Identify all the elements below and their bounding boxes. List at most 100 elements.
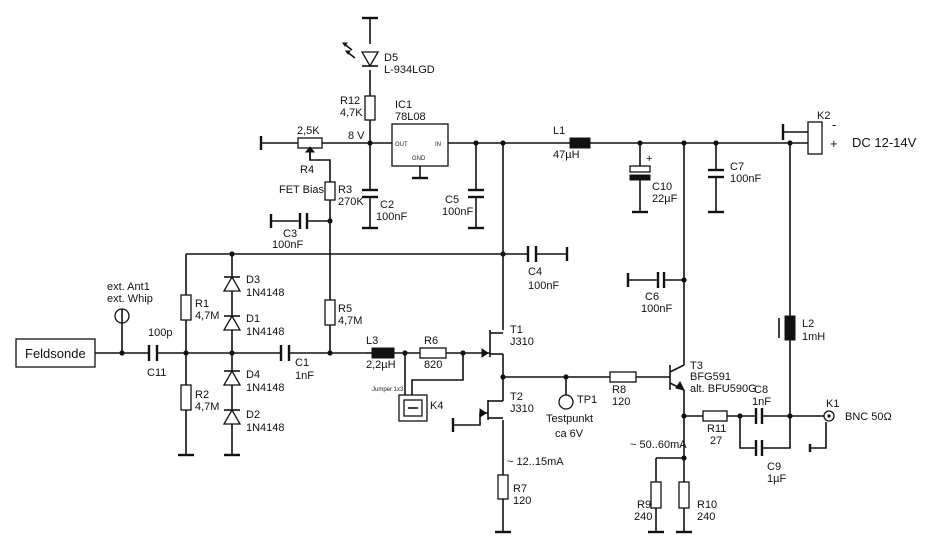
r8-ref: R8	[612, 384, 626, 396]
antenna-terminal: ext. Ant1 ext. Whip	[107, 281, 153, 324]
r11-ref: R11	[707, 423, 726, 435]
feldsonde-label: Feldsonde	[25, 346, 86, 361]
r4-ref: R4	[300, 164, 314, 176]
capacitor-c6: C6 100nF	[641, 272, 672, 315]
c4-ref: C4	[528, 266, 542, 278]
c10-ref: C10	[652, 181, 672, 193]
ic1-gnd-pin: GND	[412, 156, 426, 162]
d3-ref: D3	[246, 274, 260, 286]
resistor-r9: R9 240	[634, 481, 662, 523]
c10-plus: +	[646, 153, 652, 165]
r7-ref: R7	[513, 483, 527, 495]
r3-ref: R3	[338, 184, 352, 196]
r12-ref: R12	[340, 95, 360, 107]
t3-alt: alt. BFU590G	[690, 383, 757, 395]
capacitor-c3: C3 100nF	[272, 213, 309, 251]
r1-ref: R1	[195, 298, 209, 310]
r9-ref: R9	[637, 499, 651, 511]
k2-plus: +	[830, 136, 838, 151]
c8-value: 1nF	[752, 396, 771, 408]
capacitor-c9: C9 1µF	[754, 440, 786, 485]
c2-ref: C2	[380, 199, 394, 211]
junctions	[119, 140, 793, 461]
ic1-in-pin: IN	[435, 142, 441, 148]
rail-8v-label: 8 V	[348, 130, 365, 142]
r12-value: 4,7K	[340, 107, 363, 119]
c6-value: 100nF	[641, 303, 672, 315]
inductor-l2: L2 1mH	[778, 315, 825, 343]
jfet-t1: T1 J310	[481, 324, 534, 358]
connector-k2: K2 - + DC 12-14V	[807, 110, 917, 155]
t2-current-label: ~ 12..15mA	[507, 456, 564, 468]
k1-ref: K1	[826, 398, 839, 410]
bnc-label: BNC 50Ω	[845, 411, 892, 423]
c8-ref: C8	[754, 384, 768, 396]
d4-value: 1N4148	[246, 382, 285, 394]
l2-value: 1mH	[802, 331, 825, 343]
resistor-r3: R3 270K	[324, 181, 364, 208]
c7-ref: C7	[730, 161, 744, 173]
bnc-connector-k1: K1 BNC 50Ω	[823, 398, 892, 423]
r1-value: 4,7M	[195, 310, 219, 322]
k2-ref: K2	[817, 110, 830, 122]
t2-value: J310	[510, 403, 534, 415]
resistor-r8: R8 120	[609, 371, 637, 408]
tp1-ref: TP1	[577, 394, 597, 406]
l3-value: 2,2µH	[366, 359, 396, 371]
trimmer-r4: 2,5K R4	[297, 125, 323, 176]
c2-value: 100nF	[376, 211, 407, 223]
r6-ref: R6	[424, 335, 438, 347]
l1-value: 47µH	[553, 149, 580, 161]
d5-ref: D5	[384, 52, 398, 64]
jumper-label: Jumper 1x3	[372, 387, 404, 393]
c1-value: 1nF	[295, 370, 314, 382]
r6-value: 820	[424, 359, 442, 371]
r10-ref: R10	[697, 499, 717, 511]
tp1-voltage: ca 6V	[555, 428, 584, 440]
r11-value: 27	[710, 435, 722, 447]
diode-d3: D3 1N4148	[222, 274, 285, 299]
d4-ref: D4	[246, 369, 260, 381]
c3-value: 100nF	[272, 239, 303, 251]
diode-d1: D1 1N4148	[222, 313, 285, 338]
t1-ref: T1	[510, 324, 523, 336]
capacitor-c2: C2 100nF	[362, 188, 407, 223]
wires	[95, 18, 827, 532]
resistor-r12: R12 4,7K	[340, 95, 376, 121]
test-point-tp1: TP1 Testpunkt ca 6V	[546, 394, 597, 440]
c9-ref: C9	[767, 461, 781, 473]
resistor-r7: R7 120	[497, 470, 531, 507]
t1-value: J310	[510, 336, 534, 348]
c7-value: 100nF	[730, 173, 761, 185]
bjt-t3: T3 BFG591 alt. BFU590G	[669, 360, 757, 395]
capacitor-c8: C8 1nF	[752, 384, 771, 424]
c5-ref: C5	[445, 194, 459, 206]
t3-value: BFG591	[690, 371, 731, 383]
l3-ref: L3	[366, 335, 378, 347]
led-d5: D5 L-934LGD	[342, 42, 435, 76]
r4-value: 2,5K	[297, 125, 320, 137]
r9-value: 240	[634, 511, 652, 523]
c11-value: 100p	[148, 327, 172, 339]
inductor-l3: L3 2,2µH	[366, 335, 396, 371]
tp1-name: Testpunkt	[546, 413, 593, 425]
r5-ref: R5	[338, 303, 352, 315]
r7-value: 120	[513, 495, 531, 507]
resistor-r5: R5 4,7M	[324, 299, 362, 327]
resistor-r10: R10 240	[678, 481, 717, 523]
resistor-r11: R11 27	[702, 410, 728, 447]
antenna-label-2: ext. Whip	[107, 293, 153, 305]
d2-value: 1N4148	[246, 422, 285, 434]
fet-bias-label: FET Bias	[279, 184, 325, 196]
r3-value: 270K	[338, 196, 364, 208]
ic1-value: 78L08	[395, 111, 426, 123]
c5-value: 100nF	[442, 206, 473, 218]
r8-value: 120	[612, 396, 630, 408]
t2-ref: T2	[510, 391, 523, 403]
regulator-ic1: IC1 78L08 OUT IN GND	[391, 99, 449, 167]
c10-value: 22µF	[652, 193, 678, 205]
dc-supply-label: DC 12-14V	[852, 135, 917, 150]
l1-ref: L1	[553, 125, 565, 137]
diode-d4: D4 1N4148	[222, 369, 285, 394]
jumper-k4: Jumper 1x3 K4	[372, 387, 443, 422]
